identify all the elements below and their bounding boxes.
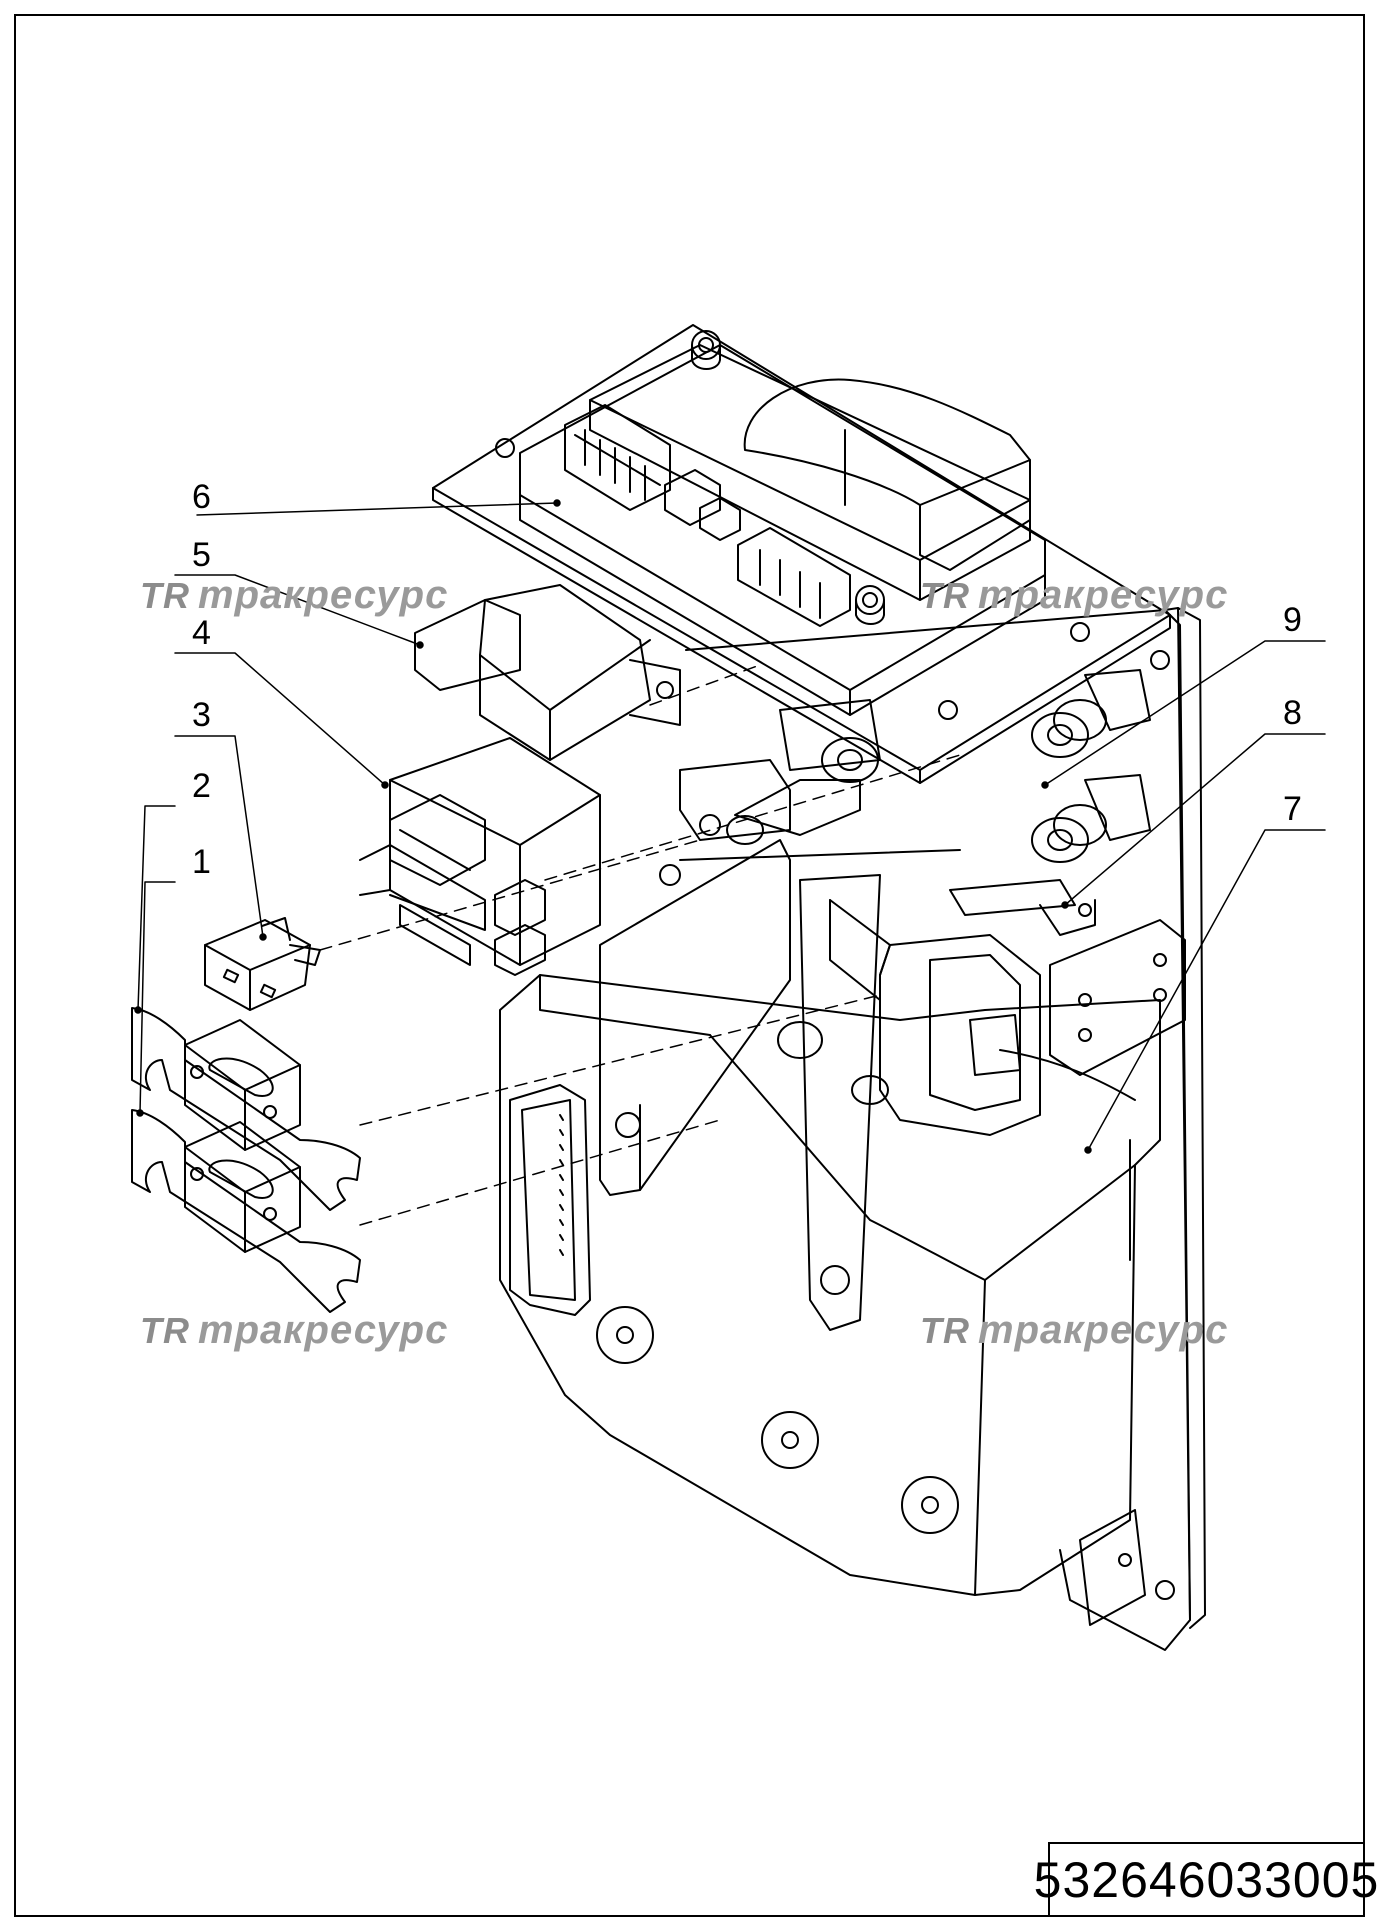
assembly-lines [319,664,961,1226]
fuse-holder [659,699,881,886]
callout-7: 7 [1283,790,1302,828]
relay-socket-part-4 [359,737,601,976]
mega-fuse-part-2 [131,1007,361,1211]
busbar [599,839,961,1331]
watermark-logo-icon: TR [140,575,190,616]
callout-9: 9 [1283,601,1302,639]
callout-6: 6 [192,478,211,516]
sheet-frame [14,14,1365,1917]
callout-1: 1 [192,843,211,881]
mega-fuse-part-1 [131,1109,361,1313]
leader-lines [134,499,1326,1154]
relay-part-5 [414,584,681,761]
watermark-logo-icon: TR [920,1310,970,1351]
mounting-plate [685,607,1206,1651]
callout-4: 4 [192,614,211,652]
callout-2: 2 [192,767,211,805]
callout-3: 3 [192,696,211,734]
callout-5: 5 [192,536,211,574]
shunt-block [777,899,1041,1136]
drawing-number: 532646033005 [1033,1851,1380,1908]
terminal-studs [949,669,1151,936]
blade-fuse-part-3 [204,917,321,1011]
controller-top-plate [432,324,1171,784]
drawing-number-box: 532646033005 [1034,1842,1378,1917]
watermark-logo-icon: TR [920,575,970,616]
watermark-logo-icon: TR [140,1310,190,1351]
callout-8: 8 [1283,694,1302,732]
main-enclosure [499,919,1186,1626]
